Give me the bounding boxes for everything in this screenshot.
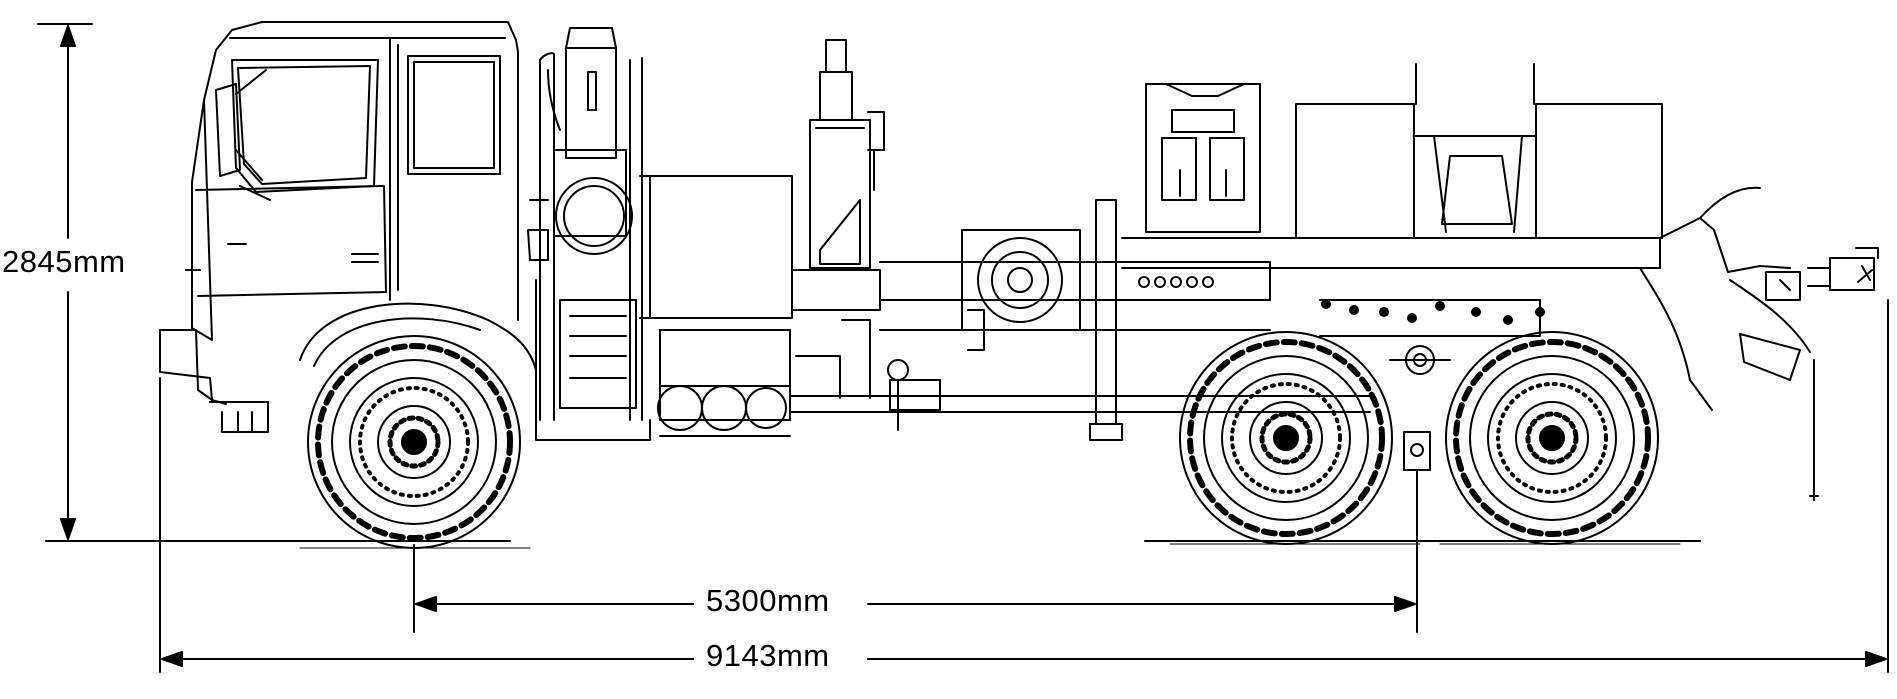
crane-mast — [791, 39, 885, 311]
wheelbase-dimension-label: 5300mm — [694, 583, 842, 619]
middle-wheel — [1179, 331, 1393, 545]
rear-deck-boxes — [1121, 63, 1663, 269]
length-dimension-label: 9143mm — [694, 638, 842, 674]
wheelbase-dimension — [413, 469, 1418, 633]
air-intake-and-exhaust — [527, 27, 651, 441]
height-dimension-label: 2845mm — [2, 244, 126, 279]
rear-wheel — [1445, 331, 1659, 545]
rear-tow-assembly — [1639, 186, 1879, 501]
front-wheel — [307, 335, 521, 549]
winch-drum — [961, 229, 1081, 351]
rear-frame-bolts — [1321, 299, 1545, 325]
height-dimension — [37, 23, 511, 542]
side-tanks — [639, 175, 793, 437]
vertical-support-column — [1089, 199, 1123, 441]
length-dimension — [159, 299, 1889, 673]
cab — [159, 21, 537, 433]
deck-hole-row — [1138, 276, 1214, 288]
ground-shadow-lines — [299, 543, 1681, 549]
tandem-bogie — [1319, 299, 1541, 471]
fifth-wheel-coupling — [1145, 83, 1261, 233]
